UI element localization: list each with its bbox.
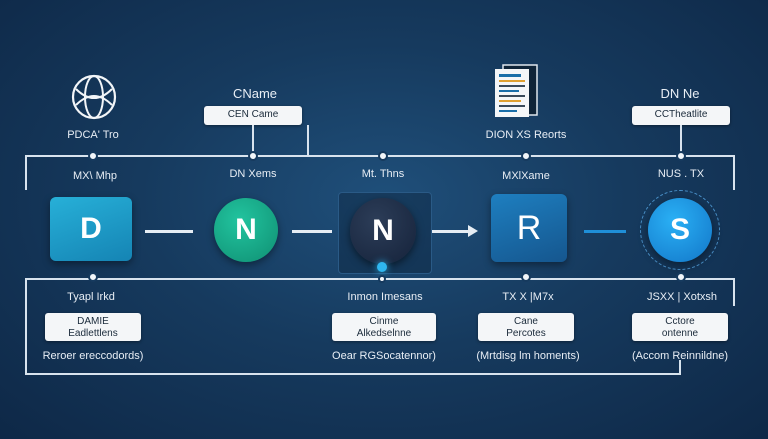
c5-caption: (Accom Reinnildne): [632, 350, 728, 362]
c3-box-line1: Cinme: [369, 316, 399, 327]
c4-label: TX X |M7x: [502, 291, 554, 303]
node-s-letter: S: [669, 213, 690, 246]
row-label-1: MX\ Mhp: [72, 170, 117, 182]
node-s-ring: [640, 190, 720, 270]
row-label-4: MXlXame: [502, 170, 550, 182]
connector-dot: [676, 272, 686, 282]
connector-dot: [521, 151, 531, 161]
c5-box-line1: Cctore: [665, 316, 695, 327]
c4-box-line2: Percotes: [506, 328, 546, 339]
connector-dot: [248, 151, 258, 161]
connector-line: [584, 230, 626, 233]
col5-stem: [680, 125, 682, 155]
node-d-letter: D: [80, 212, 102, 245]
connector-line: [432, 230, 472, 233]
c1-box: DAMIE Eadlettlens: [45, 313, 141, 341]
c1-box-line2: Eadlettlens: [68, 328, 118, 339]
c3-caption: Oear RGSocatennor): [332, 350, 436, 362]
node-r: R: [491, 194, 567, 262]
row-label-2: DN Xems: [229, 168, 277, 180]
row-label-5: NUS . TX: [657, 168, 705, 180]
node-s: S: [648, 198, 712, 262]
bottom-line: [25, 373, 680, 375]
node-n-green: N: [214, 198, 278, 262]
c1-caption: Reroer ereccodords): [42, 350, 144, 362]
col1-caption: PDCA' Tro: [67, 129, 119, 141]
c3-box: Cinme Alkedselnne: [332, 313, 436, 341]
document-icon: [493, 63, 539, 119]
arrow-head-icon: [468, 225, 478, 237]
col5-box: CCTheatlite: [632, 106, 730, 125]
col3-stem: [307, 125, 309, 155]
c1-box-line1: DAMIE: [77, 316, 109, 327]
c3-box-line2: Alkedselnne: [356, 328, 412, 339]
c3-label: Inmon Imesans: [347, 291, 423, 303]
row-label-3: Mt. Thns: [361, 168, 405, 180]
node-n-dark-letter: N: [372, 214, 394, 247]
connector-dot: [378, 275, 386, 283]
c5-label: JSXX | Xotxsh: [646, 291, 718, 303]
connector-line: [292, 230, 332, 233]
lower-bracket-right: [733, 278, 735, 306]
connector-dot: [378, 151, 388, 161]
node-d: D: [50, 197, 132, 261]
node-n-dark-glow-dot: [377, 262, 387, 272]
connector-dot: [676, 151, 686, 161]
c4-caption: (Mrtdisg lm homents): [476, 350, 580, 362]
upper-bracket-right: [733, 155, 735, 190]
node-n-green-letter: N: [235, 213, 257, 246]
lower-bracket-left: [25, 278, 27, 375]
col2-box: CEN Came: [204, 106, 302, 125]
connector-dot: [88, 272, 98, 282]
c5-box: Cctore ontenne: [632, 313, 728, 341]
connector-dot: [521, 272, 531, 282]
node-r-letter: R: [516, 208, 542, 247]
globe-icon: [70, 73, 118, 121]
col2-stem: [252, 125, 254, 155]
c1-label: Tyapl Irkd: [67, 291, 115, 303]
upper-bracket-left: [25, 155, 27, 190]
c5-box-line2: ontenne: [661, 328, 699, 339]
col2-title: CName: [232, 86, 278, 101]
bottom-right-stem: [679, 360, 681, 375]
connector-dot: [88, 151, 98, 161]
col5-title: DN Ne: [660, 86, 700, 101]
connector-line: [145, 230, 193, 233]
c4-box: Cane Percotes: [478, 313, 574, 341]
node-n-dark: N: [350, 198, 416, 264]
c4-box-line1: Cane: [514, 316, 538, 327]
col4-caption: DION XS Reorts: [485, 129, 567, 141]
